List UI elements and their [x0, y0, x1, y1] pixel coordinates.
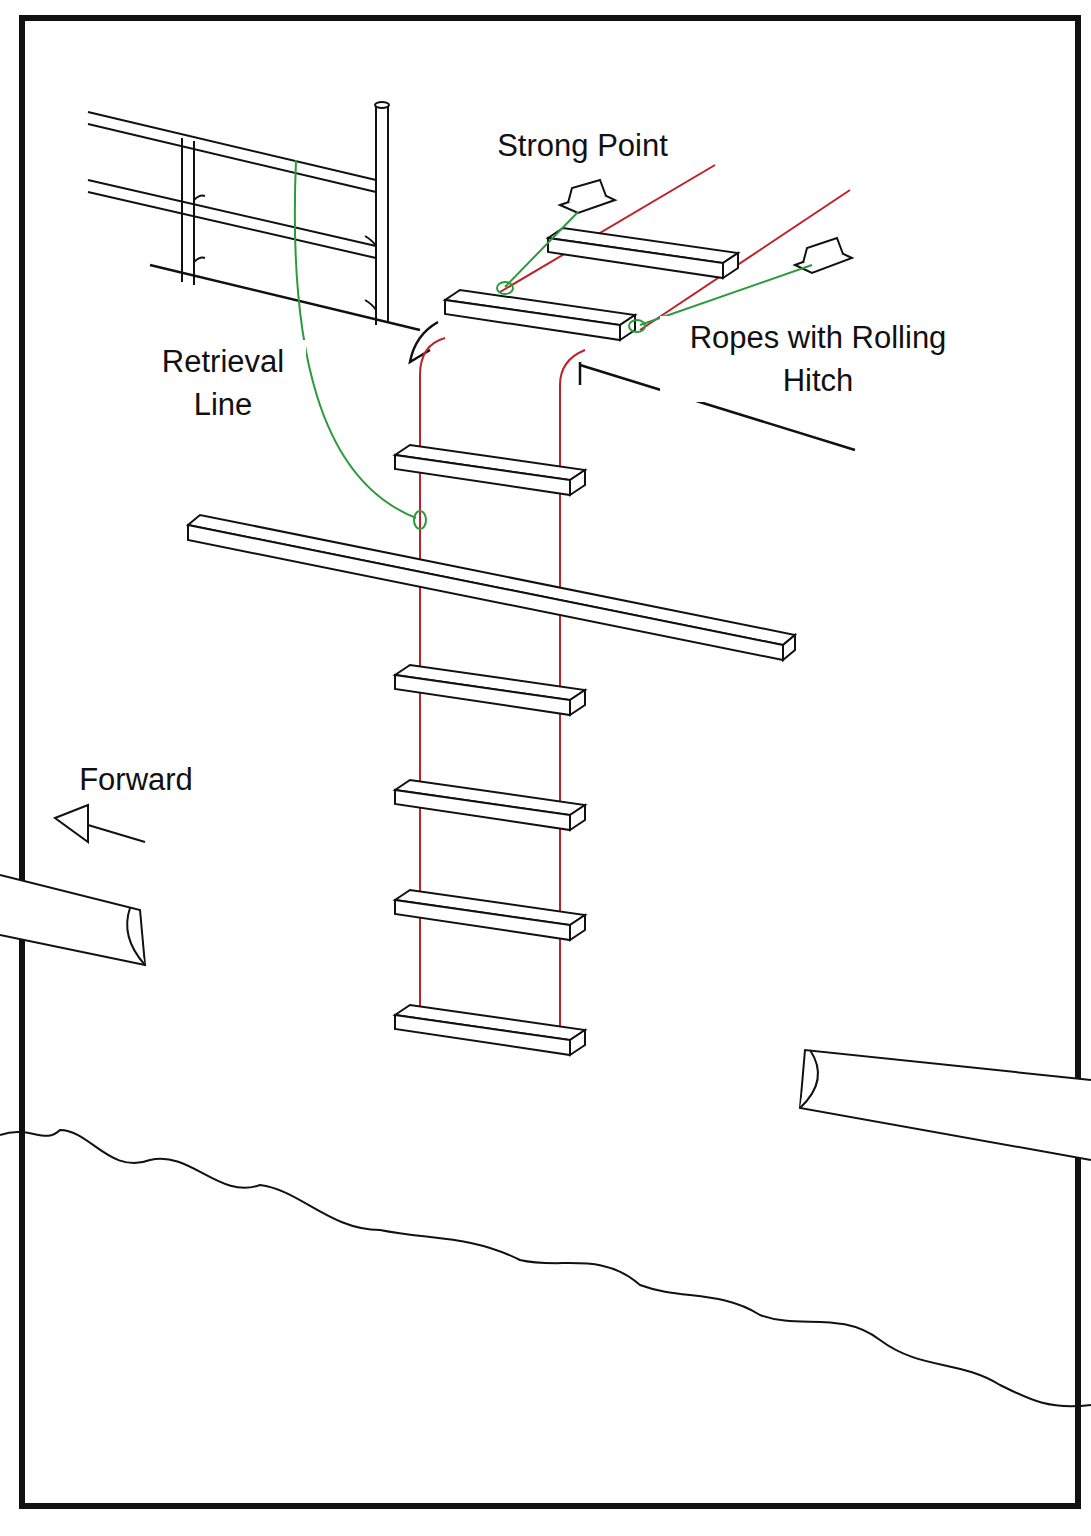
ladder-step	[395, 1005, 585, 1055]
forward-arrow	[55, 805, 145, 842]
strong-point	[560, 180, 852, 273]
ladder-step	[395, 665, 585, 715]
ladder-step	[548, 228, 738, 278]
frame	[22, 18, 1078, 1506]
railing	[88, 102, 389, 325]
ladder-step	[395, 780, 585, 830]
water-line	[0, 1130, 1091, 1406]
rope-label: Ropes with Rolling Hitch	[660, 316, 976, 402]
ladder-step	[395, 445, 585, 495]
ladder-step	[395, 890, 585, 940]
retrieval-line-label: Retrieval Line	[140, 340, 306, 426]
rubbing-strake	[0, 875, 1091, 1160]
strong-point-label: Strong Point	[472, 124, 693, 167]
ladder-step	[445, 290, 635, 340]
spreader	[188, 515, 795, 660]
forward-label: Forward	[58, 758, 214, 801]
